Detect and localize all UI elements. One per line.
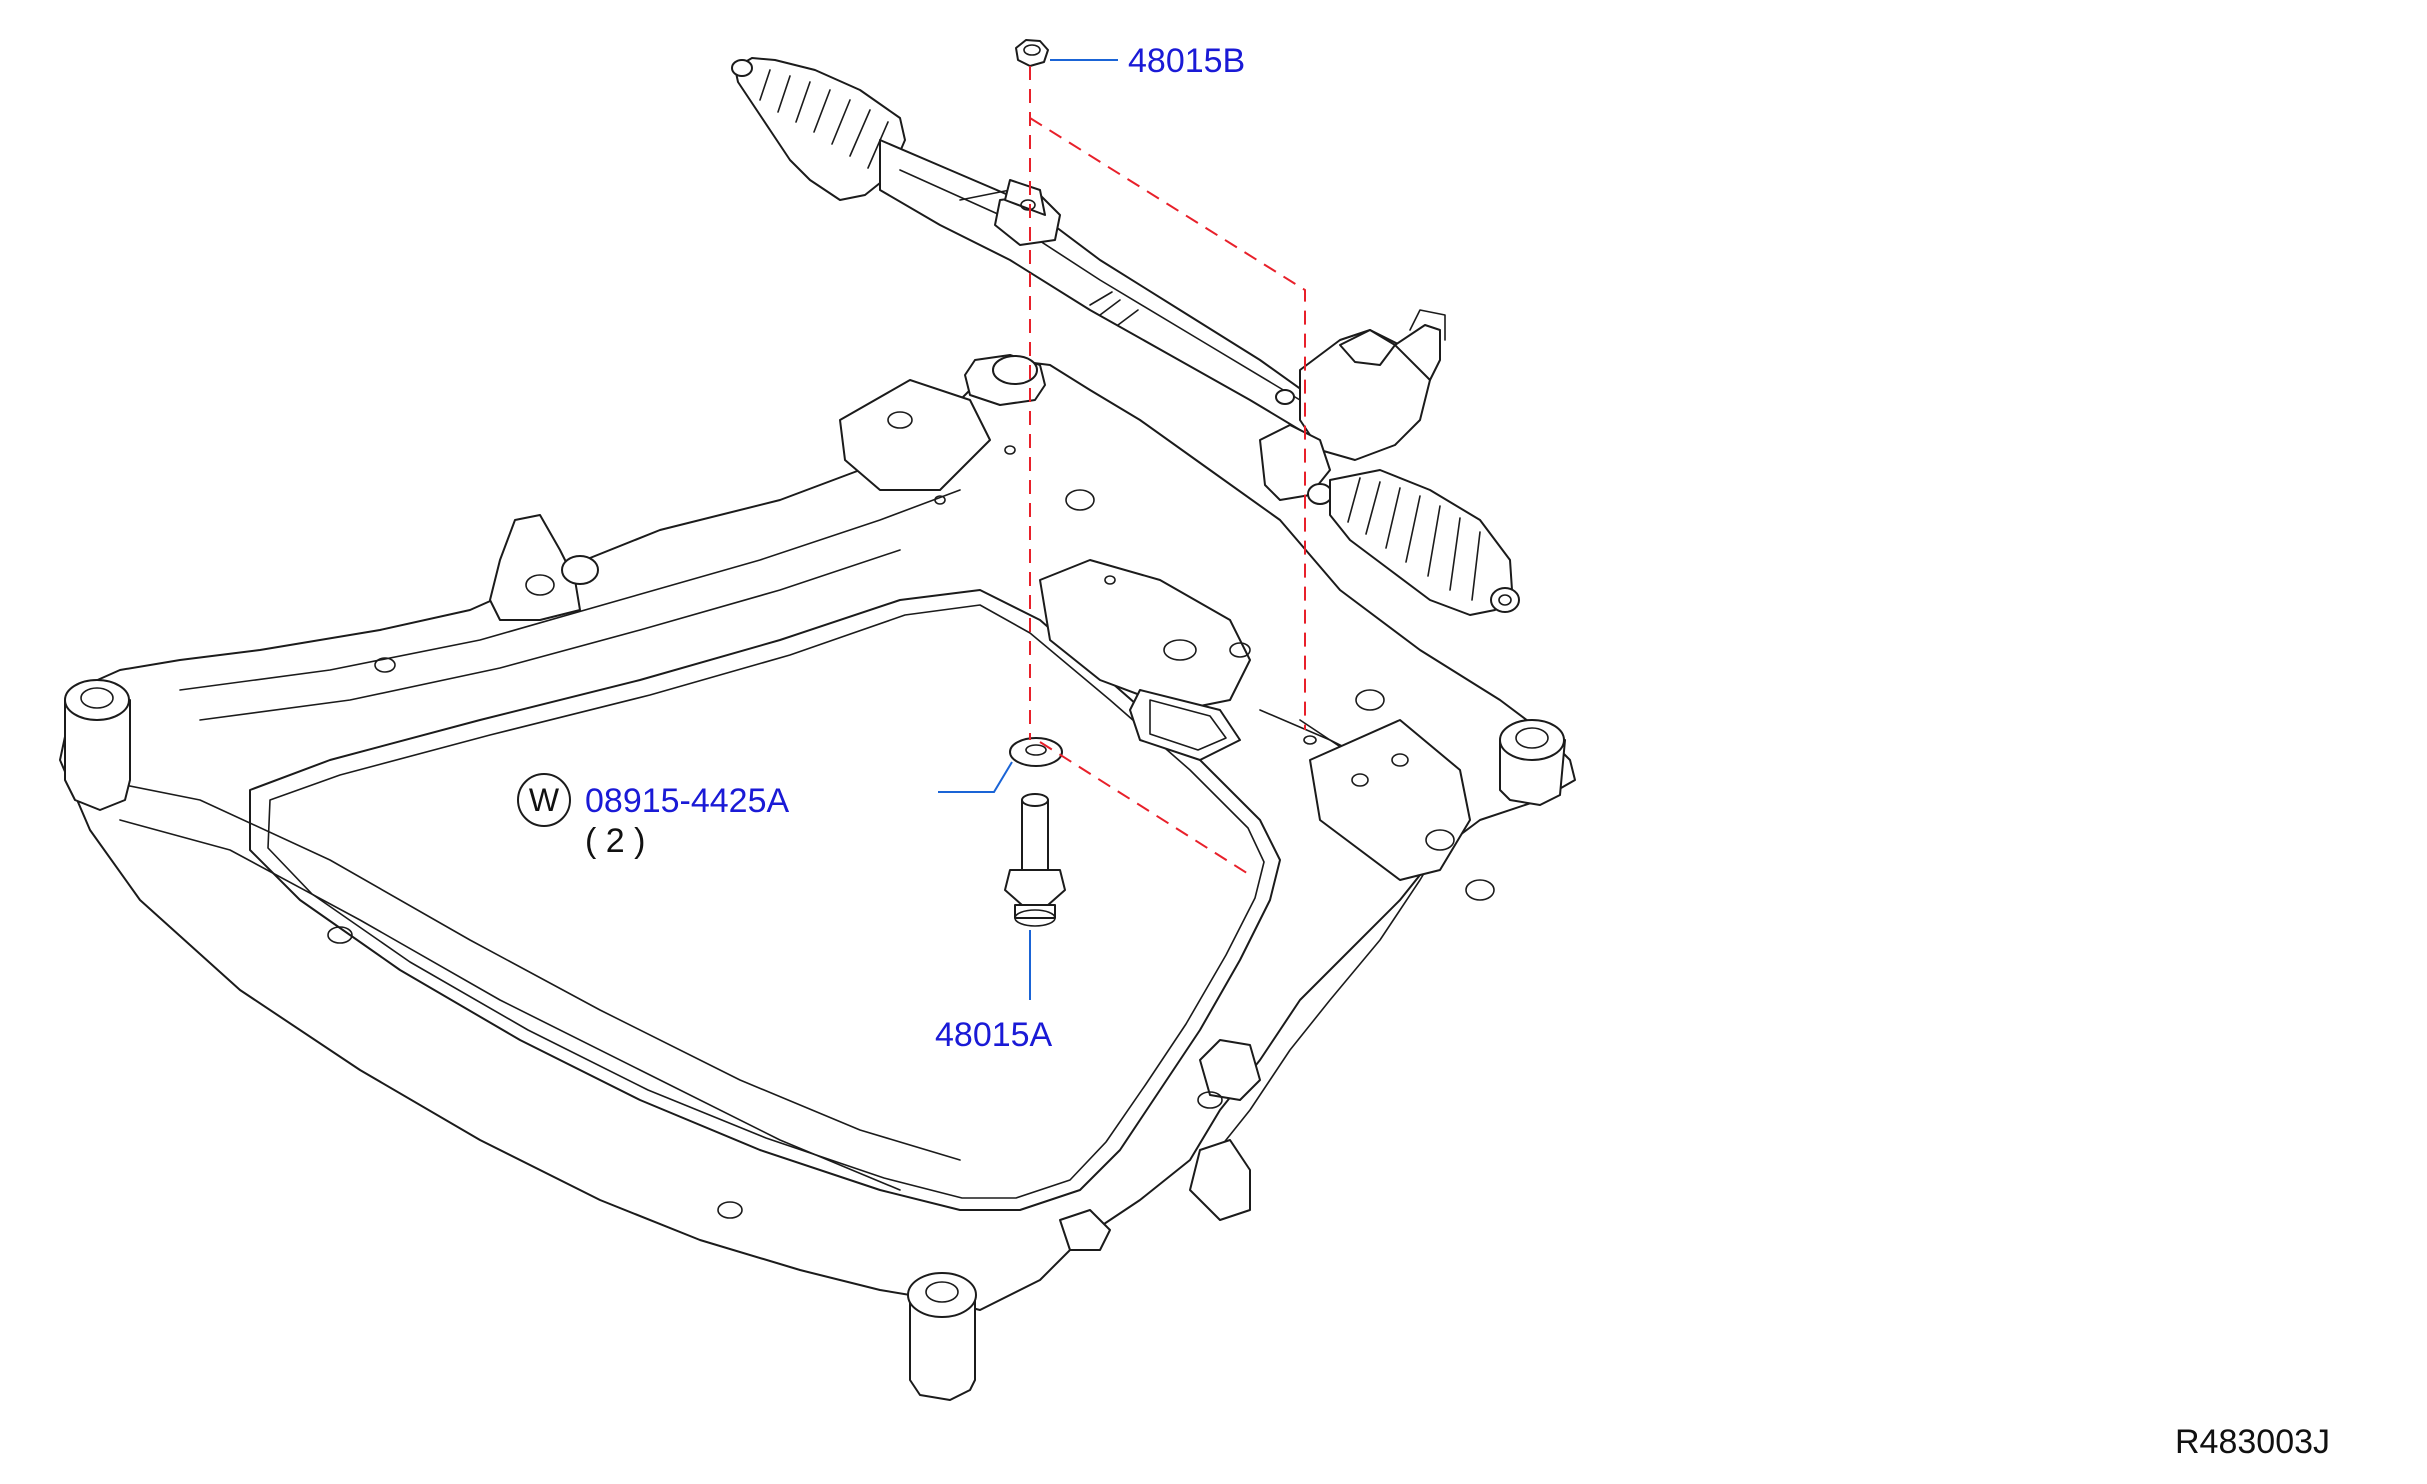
bolt-48015a xyxy=(1004,793,1066,927)
washer-symbol-circle xyxy=(517,773,571,827)
front-suspension-member xyxy=(59,354,1576,1401)
callout-08915-4425a: W 08915-4425A ( 2 ) xyxy=(517,761,1013,860)
washer-08915-4425a xyxy=(1009,737,1063,767)
alignment-lines xyxy=(1029,66,1306,876)
washer-symbol-letter: W xyxy=(529,782,560,818)
washer-quantity: ( 2 ) xyxy=(585,822,645,860)
diagram-reference-code: R483003J xyxy=(2175,1423,2330,1461)
callout-48015b: 48015B xyxy=(1050,42,1245,80)
part-number-48015b: 48015B xyxy=(1128,42,1245,80)
callout-48015a: 48015A xyxy=(935,930,1053,1054)
steering-gear-assembly xyxy=(731,57,1520,616)
part-number-08915-4425a: 08915-4425A xyxy=(585,782,790,820)
nut-48015b xyxy=(1015,39,1049,67)
part-number-48015a: 48015A xyxy=(935,1016,1053,1054)
